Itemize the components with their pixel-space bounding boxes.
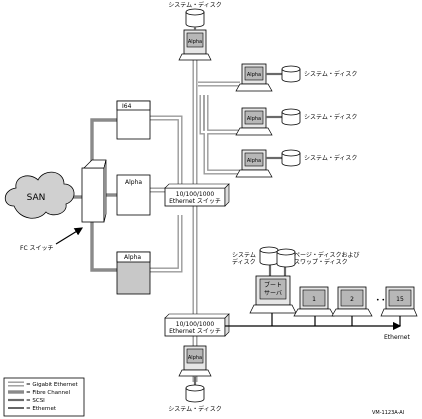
legend-ethernet: = Ethernet <box>26 406 57 412</box>
disk-top-label: システム・ディスク <box>168 1 221 9</box>
boot-sys-disk-2: ディスク <box>232 258 256 266</box>
legend-scsi: = SCSI <box>26 398 45 404</box>
page-disk-2: スワップ・ディスク <box>294 258 348 266</box>
svg-text:Ethernet スイッチ: Ethernet スイッチ <box>169 328 221 335</box>
workstation-right-2: Alpha <box>235 107 301 136</box>
svg-text:Alpha: Alpha <box>247 116 261 122</box>
svg-text:10/100/1000: 10/100/1000 <box>176 321 215 328</box>
server-i64: I64 <box>116 100 151 140</box>
svg-text:1: 1 <box>312 296 316 303</box>
svg-text:Alpha: Alpha <box>188 39 202 45</box>
disk-right-1-label: システム・ディスク <box>304 70 357 78</box>
boot-server: ブート サーバ <box>249 275 297 314</box>
disk-top <box>185 8 205 30</box>
svg-text:2: 2 <box>350 296 354 303</box>
fc-switch-arrow <box>55 227 84 245</box>
legend-fibre: = Fibre Channel <box>26 390 70 396</box>
san-cloud: SAN <box>4 171 75 219</box>
boot-sys-disk-1: システム <box>232 252 256 259</box>
fc-switch <box>81 159 107 223</box>
satellite-15: 15 <box>380 286 418 317</box>
workstation-right-1: Alpha <box>235 63 301 92</box>
figure-code: VM-1123A-AI <box>372 410 404 416</box>
svg-text:Alpha: Alpha <box>247 158 261 164</box>
workstation-top: Alpha <box>178 29 212 61</box>
fc-switch-label: FC スイッチ <box>20 245 54 252</box>
svg-text:Ethernet スイッチ: Ethernet スイッチ <box>169 198 221 205</box>
satellite-1: 1 <box>293 286 335 317</box>
svg-text:ブート: ブート <box>264 281 282 289</box>
san-label: SAN <box>27 193 46 203</box>
satellite-dots: • • • <box>376 297 390 304</box>
satellite-2: 2 <box>331 286 373 317</box>
ethernet-bus <box>240 313 402 331</box>
disk-bottom-label: システム・ディスク <box>168 405 221 413</box>
svg-text:10/100/1000: 10/100/1000 <box>176 191 215 198</box>
svg-text:サーバ: サーバ <box>264 290 282 297</box>
svg-text:Alpha: Alpha <box>247 72 261 78</box>
legend-gigabit: = Gigabit Ethernet <box>26 382 78 388</box>
boot-disks <box>259 246 296 268</box>
fibre-links <box>70 118 117 272</box>
server-alpha-lower: Alpha <box>116 251 151 295</box>
disk-right-2-label: システム・ディスク <box>304 113 357 121</box>
ethernet-label: Ethernet <box>384 334 410 341</box>
svg-text:Alpha: Alpha <box>124 254 141 261</box>
server-alpha-middle: Alpha <box>116 174 151 216</box>
svg-text:Alpha: Alpha <box>125 179 142 186</box>
ethernet-switch-upper: 10/100/1000 Ethernet スイッチ <box>164 183 230 207</box>
workstation-right-3: Alpha <box>235 149 301 178</box>
svg-text:I64: I64 <box>122 103 132 110</box>
svg-text:Alpha: Alpha <box>188 355 202 361</box>
disk-right-3-label: システム・ディスク <box>304 154 357 162</box>
ethernet-switch-lower: 10/100/1000 Ethernet スイッチ <box>164 313 240 337</box>
legend: = Gigabit Ethernet = Fibre Channel = SCS… <box>3 377 85 417</box>
workstation-bottom: Alpha <box>178 345 212 403</box>
page-disk-1: ページ・ディスクおよび <box>294 251 359 259</box>
svg-text:15: 15 <box>396 296 404 303</box>
